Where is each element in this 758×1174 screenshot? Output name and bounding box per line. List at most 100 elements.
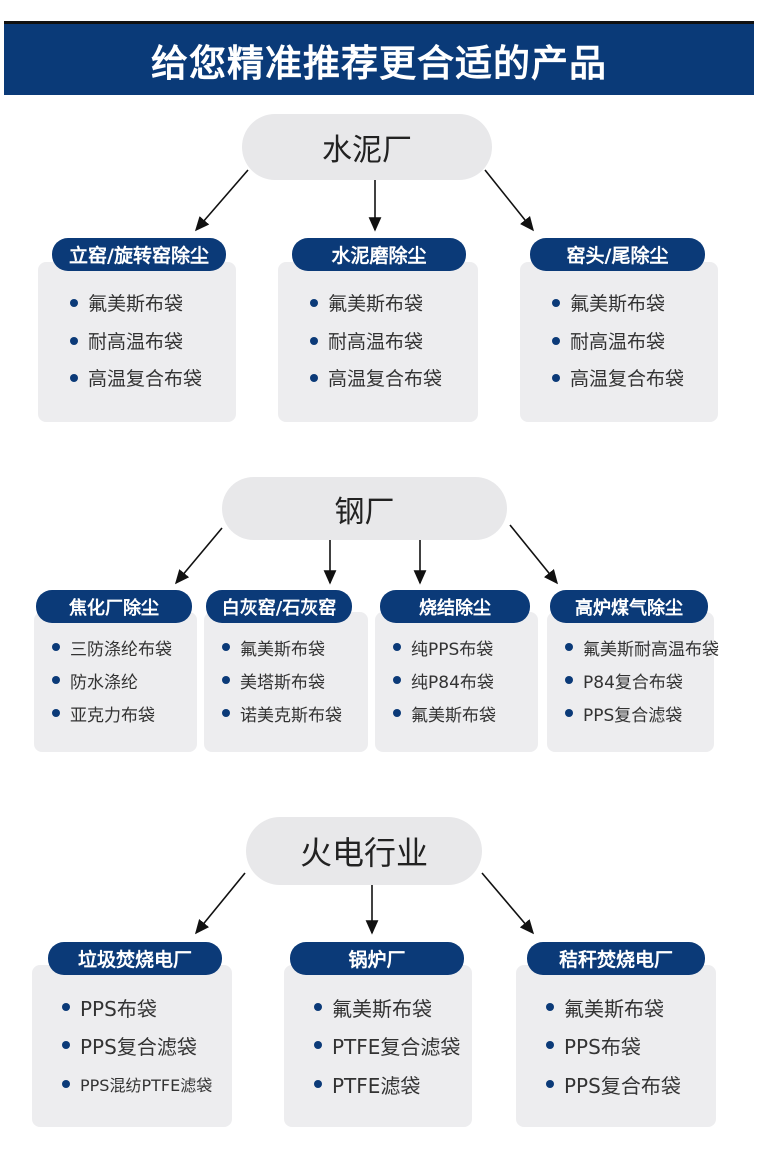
list-item: 高温复合布袋	[552, 365, 684, 392]
list-item: 氟美斯耐高温布袋	[565, 635, 719, 659]
list-item: 氟美斯布袋	[314, 993, 432, 1021]
bullet-icon	[546, 1041, 554, 1049]
list-item-text: 防水涤纶	[70, 672, 138, 692]
application-label: 水泥磨除尘	[292, 238, 466, 271]
list-item: 纯PPS布袋	[393, 635, 493, 659]
list-item: 耐高温布袋	[552, 328, 665, 355]
list-item: 高温复合布袋	[310, 365, 442, 392]
arrow	[194, 872, 246, 935]
list-item-text: 氟美斯布袋	[332, 996, 432, 1021]
list-item: 纯P84布袋	[393, 668, 494, 692]
application-label-text: 锅炉厂	[348, 949, 406, 971]
bullet-icon	[52, 642, 60, 651]
bullet-icon	[393, 642, 401, 651]
bullet-icon	[565, 675, 573, 684]
list-item: 美塔斯布袋	[222, 668, 325, 692]
bullet-icon	[565, 642, 573, 651]
list-item-text: 氟美斯布袋	[570, 293, 666, 316]
list-item-text: 美塔斯布袋	[240, 672, 325, 692]
bullet-icon	[565, 708, 573, 717]
section-title-pill: 钢厂	[222, 477, 507, 540]
arrow	[194, 169, 249, 232]
bullet-icon	[552, 336, 560, 345]
bullet-icon	[52, 675, 60, 684]
list-item-text: PPS复合布袋	[564, 1073, 681, 1098]
list-item-text: 氟美斯布袋	[240, 639, 325, 659]
list-item-text: PPS复合滤袋	[583, 705, 683, 725]
list-item-text: 耐高温布袋	[570, 331, 666, 354]
bullet-icon	[222, 708, 230, 717]
section-title: 火电行业	[299, 834, 428, 872]
list-item: 耐高温布袋	[310, 328, 423, 355]
application-label-text: 烧结除尘	[419, 597, 491, 619]
list-item-text: 诺美克斯布袋	[240, 705, 342, 725]
list-item-text: PPS混纺PTFE滤袋	[80, 1076, 213, 1095]
application-label: 白灰窑/石灰窑	[206, 590, 352, 623]
list-item-text: 氟美斯布袋	[328, 293, 424, 316]
list-item: 氟美斯布袋	[222, 635, 325, 659]
list-item: 诺美克斯布袋	[222, 701, 342, 725]
bullet-icon	[310, 298, 318, 307]
bullet-icon	[310, 373, 318, 382]
application-label-text: 垃圾焚烧电厂	[77, 949, 192, 971]
arrow	[484, 169, 534, 232]
page-title: 给您精准推荐更合适的产品	[151, 41, 607, 85]
list-item: 氟美斯布袋	[546, 993, 664, 1021]
list-item-text: 纯P84布袋	[411, 672, 494, 692]
product-card	[547, 612, 714, 752]
list-item-text: PTFE复合滤袋	[332, 1034, 461, 1059]
list-item: PPS布袋	[546, 1031, 641, 1059]
list-item-text: 耐高温布袋	[88, 331, 184, 354]
application-label: 立窑/旋转窑除尘	[52, 238, 226, 271]
list-item-text: 氟美斯耐高温布袋	[583, 639, 719, 659]
bullet-icon	[310, 336, 318, 345]
bullet-icon	[393, 708, 401, 717]
list-item: 氟美斯布袋	[393, 701, 496, 725]
section-title-pill: 火电行业	[246, 817, 482, 885]
application-label-text: 高炉煤气除尘	[575, 597, 683, 619]
arrow	[509, 524, 559, 585]
bullet-icon	[314, 1041, 322, 1049]
section-title: 水泥厂	[322, 133, 412, 168]
list-item: 三防涤纶布袋	[52, 635, 172, 659]
list-item-text: 纯PPS布袋	[411, 639, 494, 659]
application-label-text: 水泥磨除尘	[331, 245, 427, 267]
bullet-icon	[552, 373, 560, 382]
list-item: PPS复合布袋	[546, 1070, 681, 1098]
list-item-text: 高温复合布袋	[88, 368, 203, 391]
list-item: 高温复合布袋	[70, 365, 202, 392]
list-item-text: PPS布袋	[80, 996, 157, 1021]
list-item-text: PTFE滤袋	[332, 1073, 421, 1098]
list-item: 亚克力布袋	[52, 701, 155, 725]
list-item: 耐高温布袋	[70, 328, 183, 355]
list-item-text: 高温复合布袋	[328, 368, 443, 391]
bullet-icon	[314, 1080, 322, 1088]
list-item: 防水涤纶	[52, 668, 138, 692]
application-label-text: 秸秆焚烧电厂	[558, 949, 673, 971]
list-item-text: P84复合布袋	[583, 672, 683, 692]
list-item: PPS混纺PTFE滤袋	[62, 1073, 212, 1095]
arrow	[174, 527, 223, 585]
list-item-text: 亚克力布袋	[70, 705, 155, 725]
application-label-text: 白灰窑/石灰窑	[221, 597, 337, 619]
list-item: PPS复合滤袋	[565, 701, 682, 725]
bullet-icon	[546, 1080, 554, 1088]
bullet-icon	[62, 1003, 70, 1011]
application-label-text: 立窑/旋转窑除尘	[69, 245, 209, 267]
list-item: PPS复合滤袋	[62, 1031, 197, 1059]
product-card	[204, 612, 368, 752]
bullet-icon	[222, 675, 230, 684]
application-label: 窑头/尾除尘	[530, 238, 705, 271]
bullet-icon	[62, 1041, 70, 1049]
list-item: 氟美斯布袋	[310, 290, 423, 317]
bullet-icon	[393, 675, 401, 684]
application-label: 垃圾焚烧电厂	[48, 942, 222, 975]
bullet-icon	[546, 1003, 554, 1011]
product-card	[34, 612, 197, 752]
bullet-icon	[70, 336, 78, 345]
list-item: PPS布袋	[62, 993, 157, 1021]
bullet-icon	[314, 1003, 322, 1011]
bullet-icon	[552, 298, 560, 307]
application-label-text: 窑头/尾除尘	[566, 245, 669, 267]
